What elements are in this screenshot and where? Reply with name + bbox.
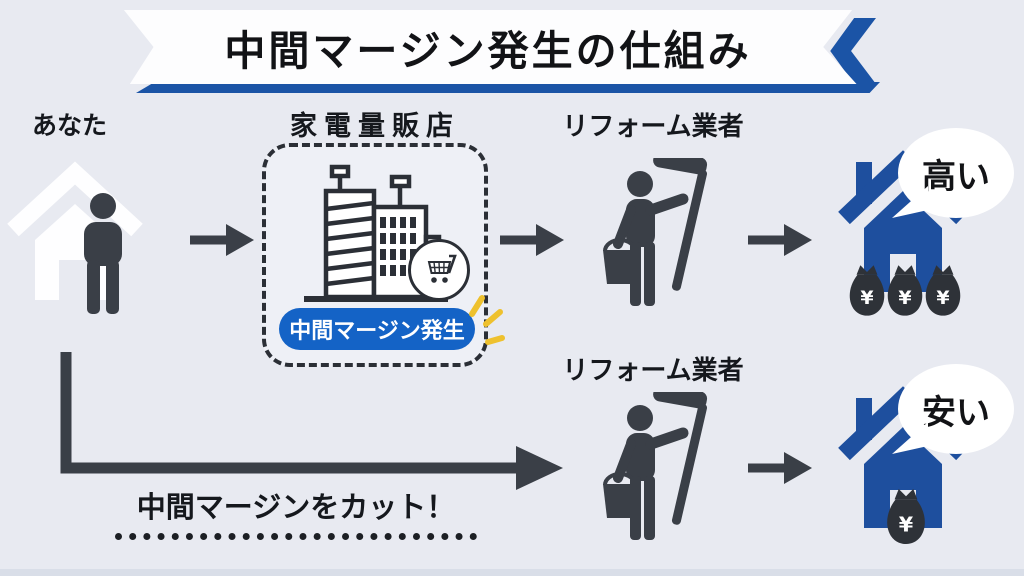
price-bubble-low: 安い <box>892 364 1014 454</box>
yen-label: ¥ <box>899 513 914 537</box>
bottom-edge-strip <box>0 569 1024 576</box>
arrow-right-icon <box>748 224 812 256</box>
retailer-dashed-box: 中間マージン発生 <box>262 143 488 367</box>
price-bubble-high-label: 高い <box>922 156 990 197</box>
building-icon <box>304 164 448 302</box>
paint-roller-worker-icon <box>603 158 708 306</box>
price-bubble-low-label: 安い <box>922 392 990 433</box>
margin-badge-label: 中間マージン発生 <box>289 319 465 344</box>
money-bags-row: ¥ ¥ ¥ <box>848 264 962 316</box>
person-icon <box>84 193 122 314</box>
paint-roller-worker-icon <box>603 392 708 540</box>
arrow-right-icon <box>190 224 254 256</box>
money-bag-icon: ¥ <box>887 265 923 316</box>
you-label: あなた <box>32 111 108 140</box>
arrow-right-icon <box>748 452 812 484</box>
page-title: 中間マージン発生の仕組み <box>224 27 752 75</box>
cart-badge <box>408 239 470 301</box>
banner-underline <box>136 82 880 93</box>
yen-label: ¥ <box>936 287 949 309</box>
money-bag-icon: ¥ <box>925 265 961 316</box>
elbow-arrow-icon <box>60 352 563 490</box>
money-bag-icon: ¥ <box>849 265 885 316</box>
price-bubble-high: 高い <box>892 128 1014 218</box>
contractor-label-top: リフォーム業者 <box>562 112 744 142</box>
title-banner: 中間マージン発生の仕組み <box>118 10 880 104</box>
retailer-label: 家電量販店 <box>290 111 460 142</box>
cut-margin-label: 中間マージンをカット！ <box>115 484 477 540</box>
sparkle-icon <box>469 295 505 345</box>
contractor-label-bottom: リフォーム業者 <box>562 356 744 386</box>
money-bag-icon: ¥ <box>887 489 925 544</box>
yen-label: ¥ <box>860 287 873 309</box>
arrow-right-icon <box>500 224 564 256</box>
banner-ribbon: 中間マージン発生の仕組み <box>123 10 857 84</box>
margin-badge: 中間マージン発生 <box>279 308 475 350</box>
cart-icon <box>427 254 457 283</box>
yen-label: ¥ <box>898 287 911 309</box>
